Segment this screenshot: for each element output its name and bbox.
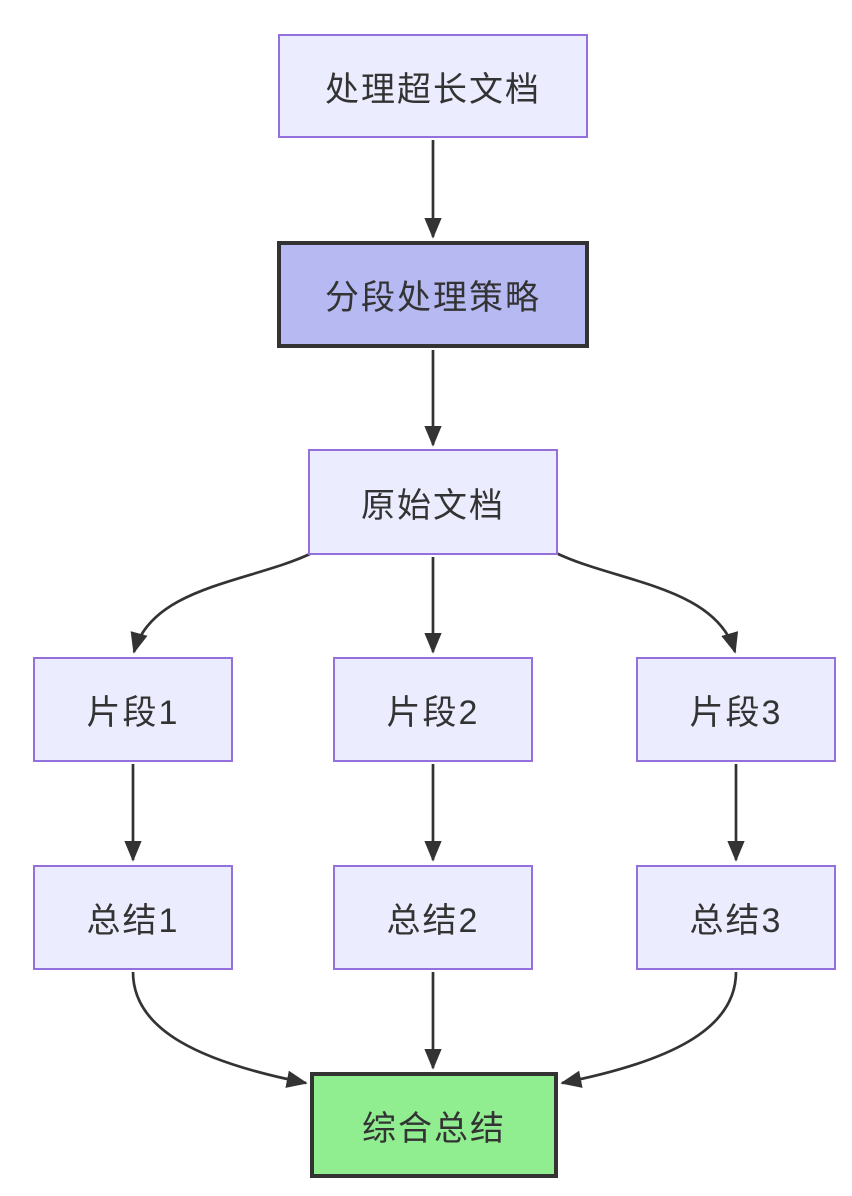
node-final-summary-label: 综合总结 <box>362 1109 506 1148</box>
node-fragment-2: 片段2 <box>333 657 533 762</box>
node-summary-3: 总结3 <box>636 865 836 970</box>
node-original-doc-label: 原始文档 <box>361 486 505 525</box>
edge-original-doc-to-fragment-3 <box>555 551 739 654</box>
node-summary-1: 总结1 <box>33 865 233 970</box>
node-original-doc: 原始文档 <box>308 449 558 555</box>
node-process-long-doc-label: 处理超长文档 <box>325 70 541 109</box>
node-process-long-doc: 处理超长文档 <box>278 34 588 138</box>
node-segment-strategy: 分段处理策略 <box>277 241 589 348</box>
edge-summary-1-to-final-summary <box>131 971 308 1088</box>
edge-summary-3-to-final-summary <box>560 971 738 1088</box>
node-summary-1-label: 总结1 <box>86 902 180 940</box>
node-final-summary: 综合总结 <box>310 1072 558 1178</box>
node-fragment-2-label: 片段2 <box>386 694 480 732</box>
node-summary-2-label: 总结2 <box>386 902 480 940</box>
node-fragment-1-label: 片段1 <box>86 694 180 732</box>
node-fragment-3-label: 片段3 <box>689 694 783 732</box>
edge-original-doc-to-fragment-1 <box>130 551 313 654</box>
node-segment-strategy-label: 分段处理策略 <box>325 279 541 317</box>
node-fragment-1: 片段1 <box>33 657 233 762</box>
node-summary-3-label: 总结3 <box>689 902 783 940</box>
node-summary-2: 总结2 <box>333 865 533 970</box>
node-fragment-3: 片段3 <box>636 657 836 762</box>
